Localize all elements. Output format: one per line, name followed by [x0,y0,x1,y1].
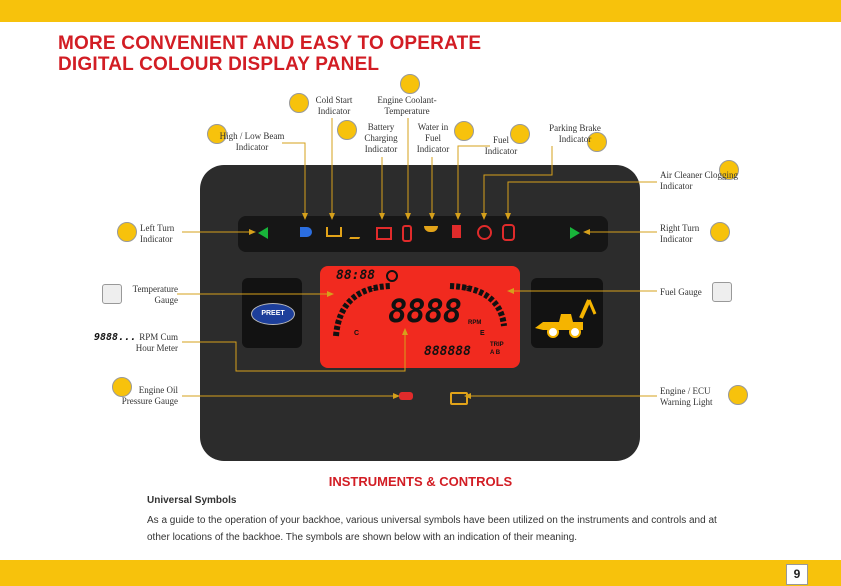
tachometer-arc [333,283,507,337]
label-temperature-gauge: Temperature Gauge [132,284,178,305]
clock-icon [386,270,398,282]
water-in-fuel-icon [424,226,438,232]
temperature-callout-icon [102,284,122,304]
logo-window: PREET [242,278,302,348]
air-cleaner-icon [502,224,515,241]
fuel-callout-icon [510,124,530,144]
high-beam-icon [300,227,312,237]
rpm-unit: RPM [468,320,482,326]
trip-label: TRIP [490,342,504,348]
left-turn-callout-icon [117,222,137,242]
label-rpm-hour: RPM Cum Hour Meter [135,332,178,353]
right-turn-green-arrow-icon [570,227,580,239]
right-turn-callout-icon [710,222,730,242]
label-engine-coolant: Engine Coolant- Temperature [377,95,437,116]
engine-coolant-callout-icon [400,74,420,94]
left-turn-green-arrow-icon [258,227,268,239]
label-fuel: Fuel Indicator [484,135,518,156]
label-fuel-gauge: Fuel Gauge [660,287,702,297]
top-color-band [0,0,841,22]
label-engine-ecu: Engine / ECU Warning Light [660,386,713,407]
engine-ecu-callout-icon [728,385,748,405]
section-paragraph: As a guide to the operation of your back… [147,515,717,543]
lcd-clock: 88:88 [336,268,376,283]
water-in-fuel-callout-icon [454,121,474,141]
battery-callout-icon [337,120,357,140]
fuel-full-label: F [466,286,471,293]
fuel-gauge-callout-icon [712,282,732,302]
page-number: 9 [786,564,808,585]
page-title: MORE CONVENIENT AND EASY TO OPERATE DIGI… [58,33,482,75]
label-parking-brake: Parking Brake Indicator [549,123,601,144]
air-cleaner-callout-icon [719,160,739,180]
battery-icon [376,227,392,240]
engine-oil-callout-icon [112,377,132,397]
temp-cold-label: C [354,330,360,337]
label-left-turn: Left Turn Indicator [140,223,175,244]
preet-logo: PREET [251,303,295,325]
label-cold-start: Cold Start Indicator [315,95,353,116]
engine-oil-icon-panel [399,392,413,400]
trip-ab-label: A B [490,350,501,356]
section-heading: INSTRUMENTS & CONTROLS [328,474,513,489]
odometer-digits: 888888 [424,344,471,359]
indicator-strip [238,216,608,252]
label-engine-oil: Engine Oil Pressure Gauge [121,385,178,406]
label-right-turn: Right Turn Indicator [660,223,700,244]
parking-brake-icon [477,225,492,240]
fuel-empty-label: E [480,330,485,337]
engine-ecu-icon-panel [450,392,468,405]
label-high-low-beam: High / Low Beam Indicator [219,131,285,152]
cold-start-callout-icon [289,93,309,113]
cold-start-icon [326,227,342,237]
section-subtitle: Universal Symbols [147,495,237,506]
label-water-in-fuel: Water in Fuel Indicator [416,122,450,154]
rpm-digits: 8888 [388,292,462,330]
lcd-display: 88:88 H C F E 8888 RPM 888888 TRIP A B [320,266,520,368]
label-air-cleaner: Air Cleaner Clogging Indicator [660,170,738,191]
fuel-pump-icon [452,225,461,238]
coolant-temp-icon [402,225,412,242]
backhoe-icon [535,299,597,338]
rpm-sample-digits: 9888... [94,332,137,343]
temp-hot-label: H [370,286,376,293]
backhoe-window [531,278,603,348]
bottom-color-band [0,560,841,586]
parking-brake-callout-icon [587,132,607,152]
high-beam-callout-icon [207,124,227,144]
label-battery: Battery Charging Indicator [364,122,398,154]
